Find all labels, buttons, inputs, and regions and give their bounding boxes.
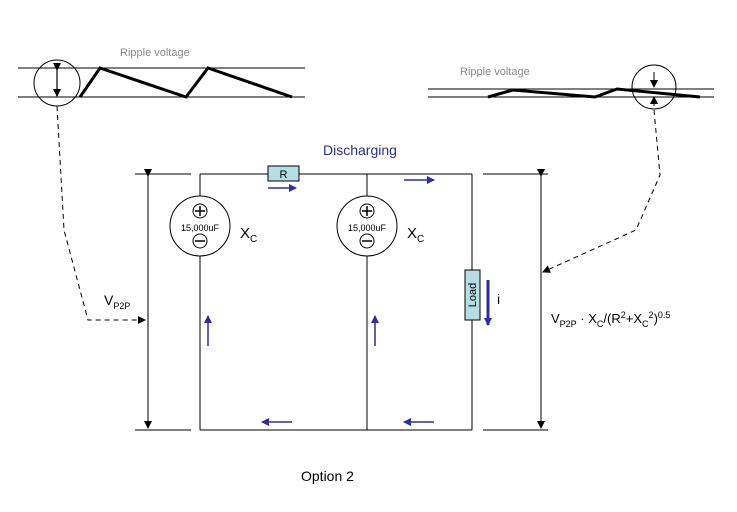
ripple-label-right: Ripple voltage bbox=[460, 66, 530, 78]
capacitor-value-right: 15,000uF bbox=[348, 223, 387, 233]
zoom-circle-right bbox=[631, 64, 677, 110]
current-flow-arrows bbox=[204, 176, 492, 426]
dashed-leader-right bbox=[542, 109, 661, 273]
diagram-caption: Option 2 bbox=[301, 468, 354, 484]
vp2p-formula-right: VP2P · XC/(R2+XC2)0.5 bbox=[551, 310, 670, 329]
capacitor-right: 15,000uF XC bbox=[336, 195, 424, 257]
vp2p-dimension-left: VP2P bbox=[104, 169, 191, 431]
capacitor-name-right: XC bbox=[407, 225, 424, 245]
ripple-label-left: Ripple voltage bbox=[120, 47, 190, 59]
vp2p-label-left: VP2P bbox=[104, 292, 130, 311]
load-label: Load bbox=[467, 283, 479, 307]
circuit-wires bbox=[199, 173, 473, 431]
resistor-label: R bbox=[280, 169, 288, 181]
ripple-waveform-left: Ripple voltage bbox=[18, 47, 305, 324]
discharging-title: Discharging bbox=[323, 142, 397, 158]
capacitor-name-left: XC bbox=[240, 225, 257, 245]
capacitor-left: 15,000uF XC bbox=[169, 195, 257, 257]
vp2p-dimension-right: VP2P · XC/(R2+XC2)0.5 bbox=[483, 169, 670, 431]
load-current-label: i bbox=[497, 291, 500, 307]
resistor: R bbox=[267, 165, 300, 182]
load-resistor: Load i bbox=[464, 269, 500, 321]
dashed-leader-left bbox=[56, 105, 146, 324]
ripple-waveform-right: Ripple voltage bbox=[428, 64, 714, 273]
capacitor-value-left: 15,000uF bbox=[181, 223, 220, 233]
